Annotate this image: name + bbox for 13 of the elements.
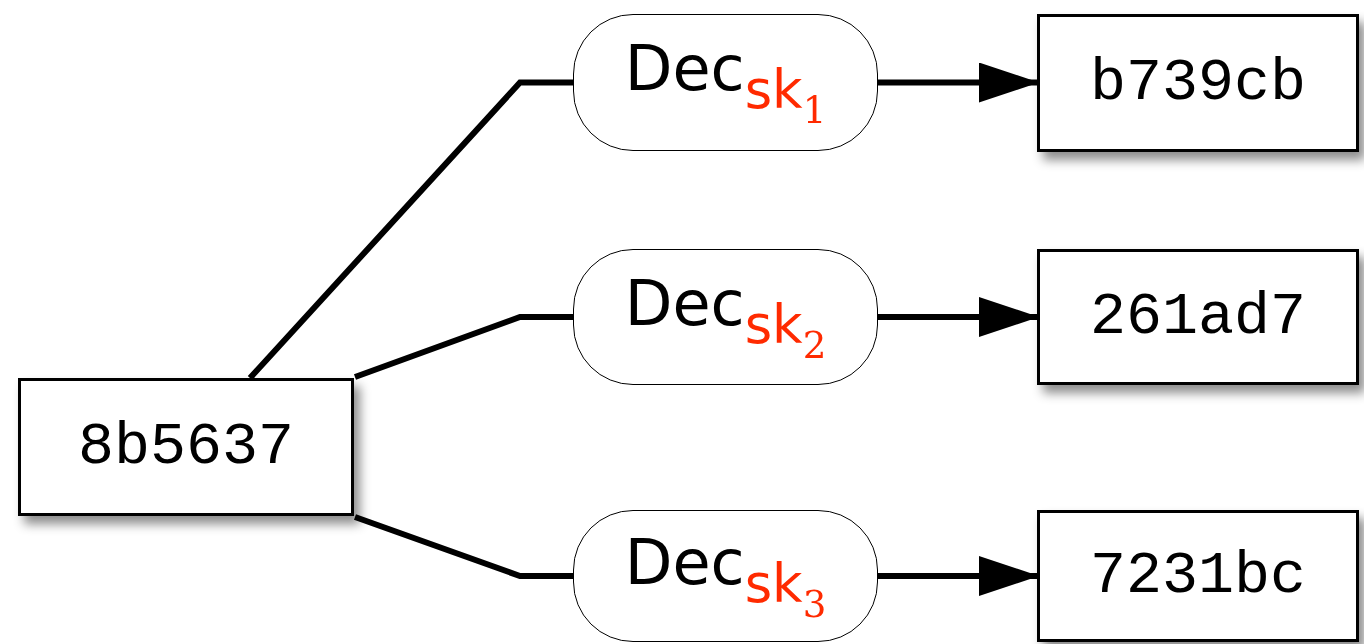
node-label: 8b5637: [77, 413, 294, 481]
ciphertext-box: [1037, 14, 1359, 152]
node-label: 7231bc: [1089, 542, 1306, 610]
connector-line: [353, 314, 573, 380]
node-label: b739cb: [1089, 49, 1306, 117]
arrow: [878, 297, 1039, 337]
connector-line: [354, 514, 573, 579]
ciphertext-box: [1037, 510, 1359, 642]
arrow: [878, 62, 1039, 103]
ciphertext-box: [1037, 249, 1359, 385]
ciphertext-box: [18, 378, 354, 516]
node-label: 261ad7: [1089, 283, 1306, 351]
arrow: [878, 556, 1039, 596]
